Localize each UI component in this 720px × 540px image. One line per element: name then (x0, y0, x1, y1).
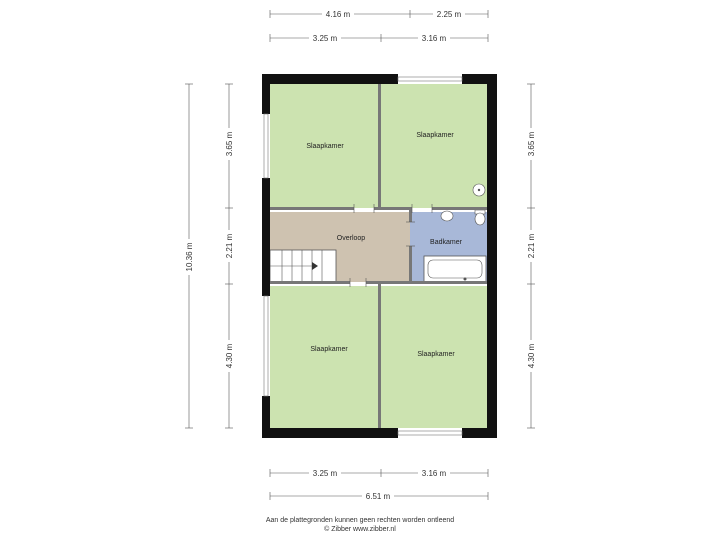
label-bedroom-bottom-right: Slaapkamer (417, 351, 455, 358)
room-bedroom-top-left (270, 84, 380, 208)
staircase (269, 249, 337, 283)
label-bedroom-top-left: Slaapkamer (306, 143, 344, 150)
dim-left-middle: 2.21 m (225, 233, 234, 258)
windows (263, 76, 463, 436)
dim-right-top: 3.65 m (527, 131, 536, 156)
stair-arrow-icon (312, 262, 318, 270)
bathtub (423, 255, 487, 283)
dimension-label-backgrounds (184, 9, 536, 501)
dim-left-top: 3.65 m (225, 131, 234, 156)
toilet (474, 209, 486, 226)
dim-left-total: 10.36 m (185, 242, 194, 271)
exterior-walls (262, 74, 497, 438)
label-bedroom-top-right: Slaapkamer (416, 132, 454, 139)
room-bedroom-top-right (380, 84, 487, 208)
dim-right-bottom: 4.30 m (527, 343, 536, 368)
room-bedroom-bottom-right (380, 286, 487, 428)
dim-top-row2-left: 3.25 m (313, 34, 338, 43)
dim-top-row2-right: 3.16 m (422, 34, 447, 43)
dim-left-bottom: 4.30 m (225, 343, 234, 368)
interior-walls (266, 84, 490, 428)
room-bedroom-bottom-left (270, 286, 380, 428)
dim-right-middle: 2.21 m (527, 233, 536, 258)
label-bathroom: Badkamer (430, 239, 463, 246)
copyright-text: © Zibber www.zibber.nl (324, 526, 396, 533)
door-markers (349, 204, 433, 287)
disclaimer-text: Aan de plattegronden kunnen geen rechten… (265, 517, 455, 524)
dim-top-row1-left: 4.16 m (326, 10, 351, 19)
washbasin (440, 210, 454, 222)
washbasin-bedroom (472, 183, 486, 197)
dim-bottom-total: 6.51 m (366, 492, 391, 501)
label-bedroom-bottom-left: Slaapkamer (310, 346, 348, 353)
dim-top-row1-right: 2.25 m (437, 10, 462, 19)
label-landing: Overloop (337, 235, 366, 242)
dim-bottom-row1-left: 3.25 m (313, 469, 338, 478)
dim-bottom-row1-right: 3.16 m (422, 469, 447, 478)
